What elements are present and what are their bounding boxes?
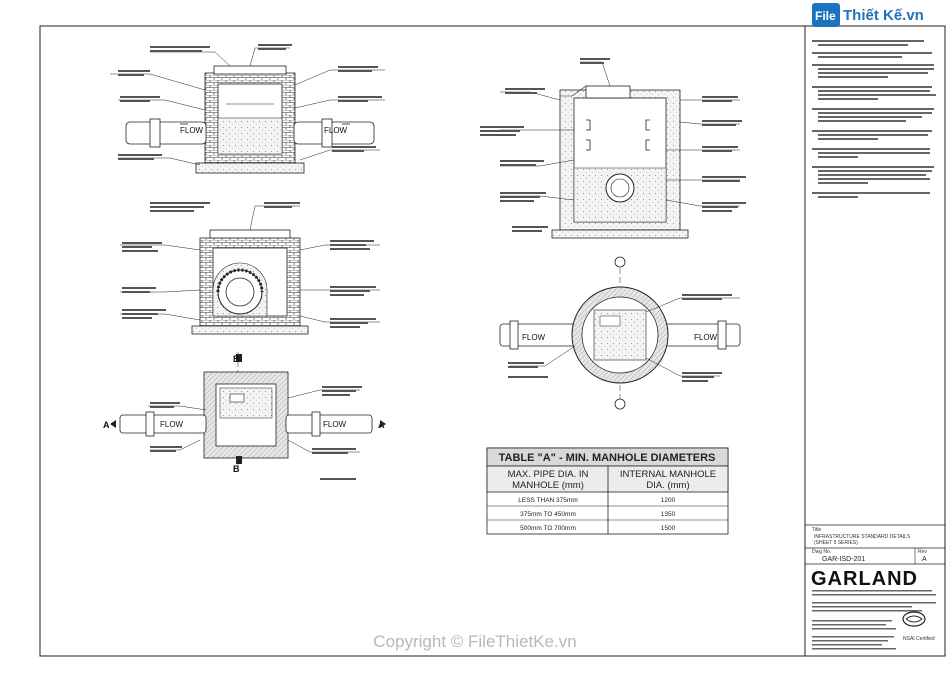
flow-label: FLOW (324, 126, 348, 135)
flow-label: FLOW (522, 333, 546, 342)
detail-manhole-plan: FLOW FLOW B B A A (103, 352, 386, 480)
detail-manhole-section-2 (120, 202, 380, 335)
flow-label: FLOW (180, 126, 204, 135)
drawing-subtitle: (SHEET 5 SERIES) (814, 540, 858, 546)
drawing-number: GAR-ISD-201 (822, 556, 865, 563)
section-marker-b-top: B (233, 354, 240, 364)
certification-label: NSAI Certified (903, 636, 935, 642)
table-row-1-pipe: LESS THAN 375mm (518, 497, 577, 504)
detail-manhole-section-1: FLOW FLOW (110, 44, 385, 174)
brand-name: Thiết Kế.vn (843, 7, 924, 24)
file-logo-icon (812, 3, 840, 27)
table-header-manhole-dia-line-2: DIA. (mm) (646, 480, 689, 491)
general-notes (812, 40, 936, 198)
section-marker-b-bottom: B (233, 464, 240, 474)
table-row-3-manhole: 1500 (661, 525, 676, 532)
detail-circular-manhole-plan: FLOW FLOW (499, 256, 741, 410)
detail-deep-manhole-section (480, 58, 746, 239)
svg-text:Rev: Rev (918, 549, 927, 555)
sheet-border (39, 25, 946, 657)
drawing-title: INFRASTRUCTURE STANDARD DETAILS (814, 534, 911, 540)
svg-text:Dwg No.: Dwg No. (812, 549, 831, 555)
section-marker-a-left: A (103, 420, 110, 430)
copyright-watermark: Copyright © FileThietKe.vn (373, 632, 576, 651)
table-row-1-manhole: 1200 (661, 497, 676, 504)
table-header-pipe-dia-line-1: MAX. PIPE DIA. IN (508, 469, 589, 480)
table-header-manhole-dia-line-1: INTERNAL MANHOLE (620, 469, 716, 480)
manhole-diameter-table: TABLE "A" - MIN. MANHOLE DIAMETERS MAX. … (486, 447, 729, 535)
table-title: TABLE "A" - MIN. MANHOLE DIAMETERS (499, 452, 716, 464)
flow-label: FLOW (694, 333, 718, 342)
certification-seal-icon (902, 611, 926, 627)
table-header-pipe-dia-line-2: MANHOLE (mm) (512, 480, 584, 491)
table-row-2-manhole: 1350 (661, 511, 676, 518)
table-row-3-pipe: 500mm TO 700mm (520, 525, 576, 532)
drawing-revision: A (922, 556, 927, 563)
flow-label: FLOW (323, 420, 347, 429)
brand-prefix: File (815, 9, 836, 23)
company-logo: GARLAND (811, 568, 918, 590)
site-branding: File Thiết Kế.vn (812, 3, 924, 27)
title-block: Title INFRASTRUCTURE STANDARD DETAILS (S… (805, 40, 945, 650)
table-row-2-pipe: 375mm TO 450mm (520, 511, 576, 518)
flow-label: FLOW (160, 420, 184, 429)
svg-text:Title: Title (812, 527, 821, 533)
table-header-row (486, 465, 729, 493)
